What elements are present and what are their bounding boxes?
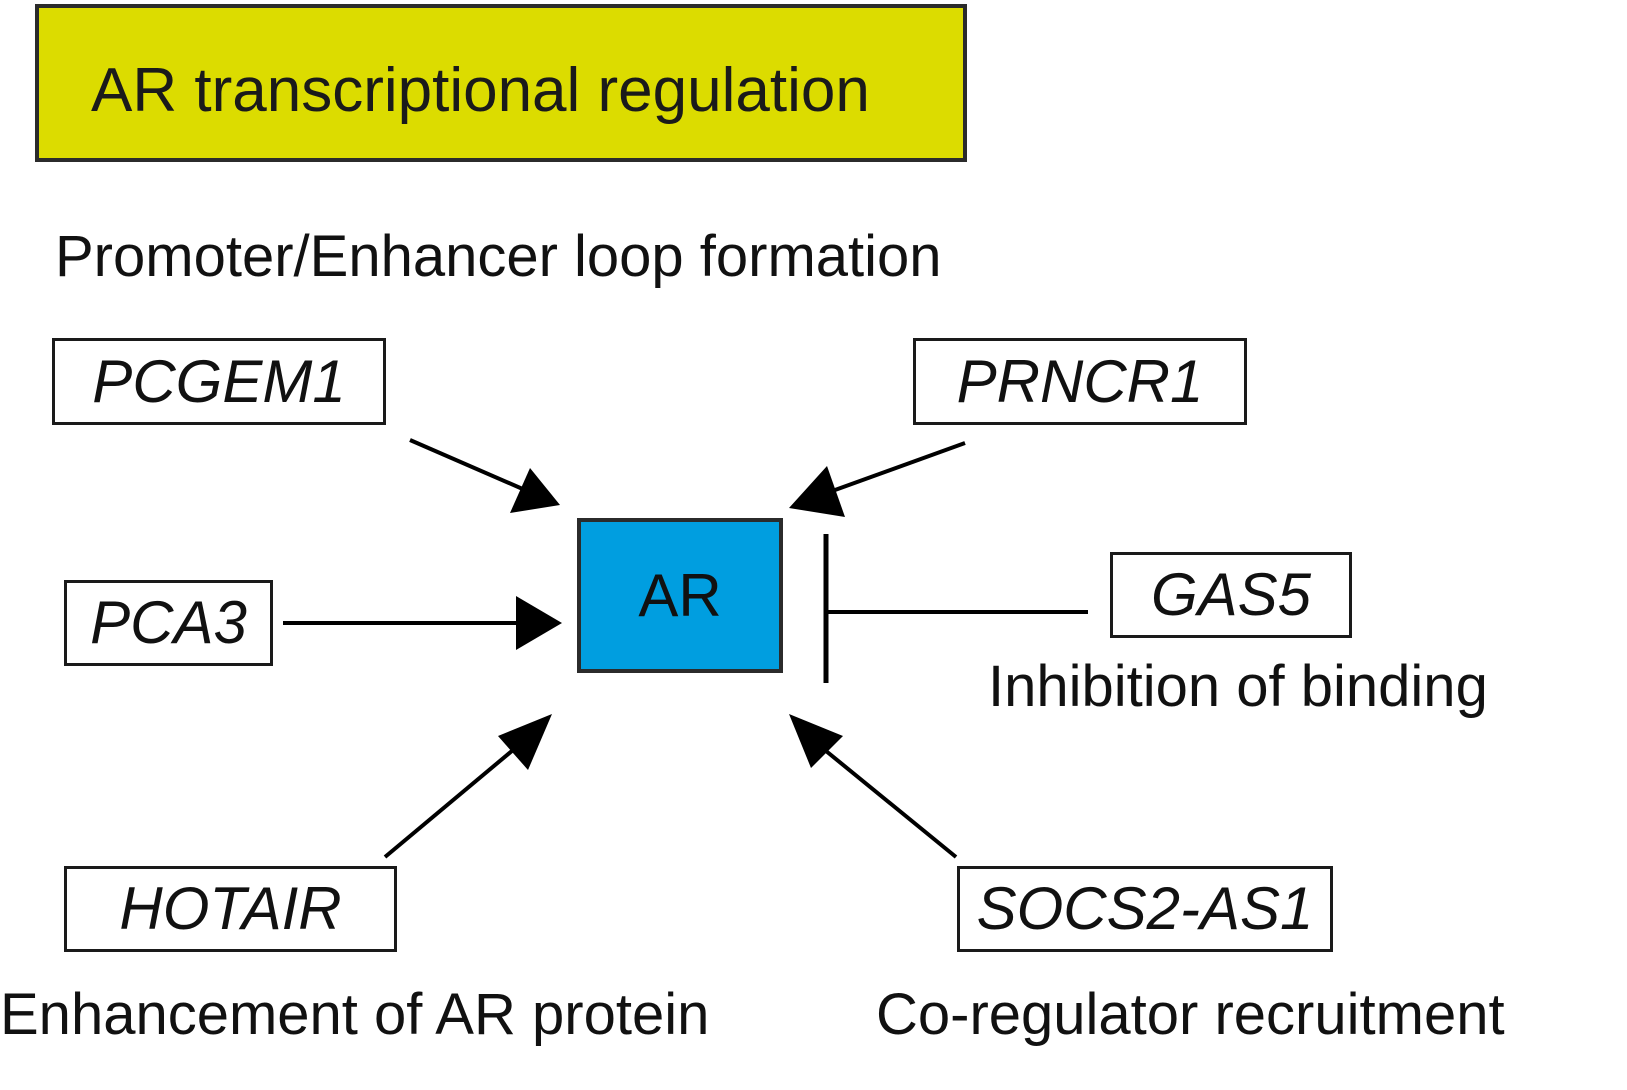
label-promoter-enhancer: Promoter/Enhancer loop formation: [55, 224, 942, 289]
gene-box-hotair: HOTAIR: [64, 866, 397, 952]
arrow-line-socs2-as1: [813, 740, 958, 859]
gene-box-prncr1: PRNCR1: [913, 338, 1247, 425]
arrow-line-pcgem1: [409, 438, 526, 492]
ar-node-label: AR: [638, 562, 722, 629]
gene-box-pca3: PCA3: [64, 580, 273, 666]
label-co-regulator-recruitment: Co-regulator recruitment: [876, 982, 1505, 1047]
gene-box-pcgem1: PCGEM1: [52, 338, 386, 425]
arrowhead-hotair: [498, 714, 552, 770]
arrowhead-socs2-as1: [789, 714, 843, 768]
gene-box-gas5: GAS5: [1110, 552, 1352, 638]
arrow-line-prncr1: [834, 441, 966, 492]
arrowhead-prncr1: [789, 466, 845, 517]
arrow-line-hotair: [383, 738, 527, 859]
gene-box-socs2-as1: SOCS2-AS1: [957, 866, 1333, 952]
label-enhancement-of-ar-protein: Enhancement of AR protein: [0, 982, 710, 1047]
arrowhead-pca3: [516, 596, 562, 650]
diagram-title: AR transcriptional regulation: [91, 56, 870, 125]
arrowhead-pcgem1: [510, 468, 560, 513]
ar-node: AR: [577, 518, 783, 673]
title-box: AR transcriptional regulation: [35, 4, 967, 162]
label-inhibition-of-binding: Inhibition of binding: [988, 654, 1488, 719]
